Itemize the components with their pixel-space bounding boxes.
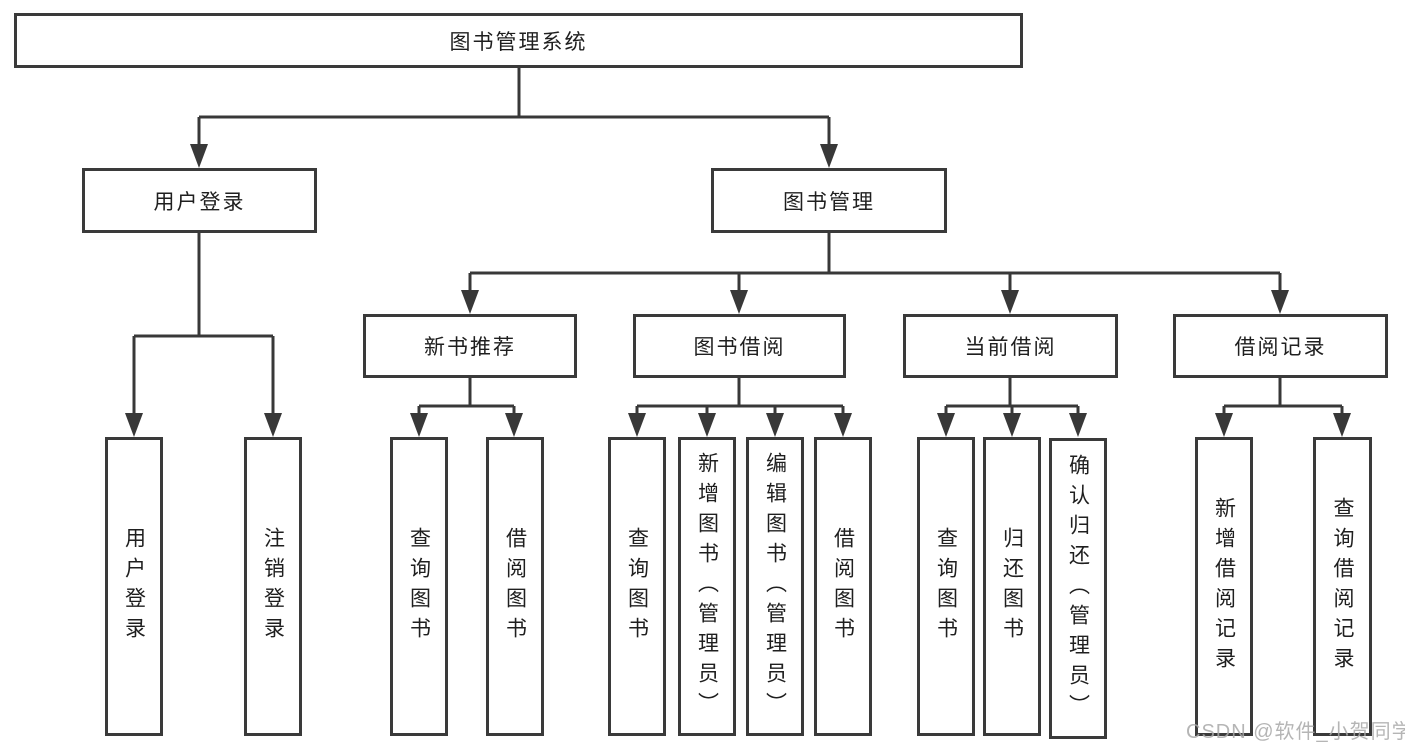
- leaf-add-borrow-record: 新增借阅记录: [1195, 437, 1253, 736]
- leaf-user-login: 用户登录: [105, 437, 163, 736]
- leaf-query-book-borrow: 查询图书: [608, 437, 666, 736]
- leaf-return-book: 归还图书: [983, 437, 1041, 736]
- leaf-query-book-recommend: 查询图书: [390, 437, 448, 736]
- arrow-down-icon: [820, 144, 838, 168]
- leaf-borrow-book-recommend: 借阅图书: [486, 437, 544, 736]
- csdn-watermark: CSDN @软件_小贺同学: [1186, 721, 1405, 743]
- arrow-down-icon: [125, 413, 143, 437]
- arrow-down-icon: [1215, 413, 1233, 437]
- arrow-down-icon: [834, 413, 852, 437]
- node-current-borrow: 当前借阅: [903, 314, 1118, 378]
- arrow-down-icon: [730, 290, 748, 314]
- arrow-down-icon: [1003, 413, 1021, 437]
- node-root-library-system: 图书管理系统: [14, 13, 1023, 68]
- arrow-down-icon: [1333, 413, 1351, 437]
- node-book-borrow: 图书借阅: [633, 314, 846, 378]
- arrow-down-icon: [628, 413, 646, 437]
- arrow-down-icon: [937, 413, 955, 437]
- node-borrow-record: 借阅记录: [1173, 314, 1388, 378]
- leaf-confirm-return-admin: 确认归还（管理员）: [1049, 438, 1107, 739]
- arrow-down-icon: [1001, 290, 1019, 314]
- arrow-down-icon: [1271, 290, 1289, 314]
- arrow-down-icon: [1069, 413, 1087, 437]
- leaf-edit-book-admin: 编辑图书（管理员）: [746, 437, 804, 736]
- arrow-down-icon: [190, 144, 208, 168]
- arrow-down-icon: [505, 413, 523, 437]
- leaf-query-borrow-record: 查询借阅记录: [1313, 437, 1372, 736]
- node-book-management: 图书管理: [711, 168, 947, 233]
- leaf-query-book-current: 查询图书: [917, 437, 975, 736]
- arrow-down-icon: [766, 413, 784, 437]
- arrow-down-icon: [264, 413, 282, 437]
- arrow-down-icon: [410, 413, 428, 437]
- arrow-down-icon: [461, 290, 479, 314]
- leaf-borrow-book: 借阅图书: [814, 437, 872, 736]
- leaf-logout: 注销登录: [244, 437, 302, 736]
- node-new-book-recommend: 新书推荐: [363, 314, 577, 378]
- node-user-login: 用户登录: [82, 168, 317, 233]
- leaf-add-book-admin: 新增图书（管理员）: [678, 437, 736, 736]
- arrow-down-icon: [698, 413, 716, 437]
